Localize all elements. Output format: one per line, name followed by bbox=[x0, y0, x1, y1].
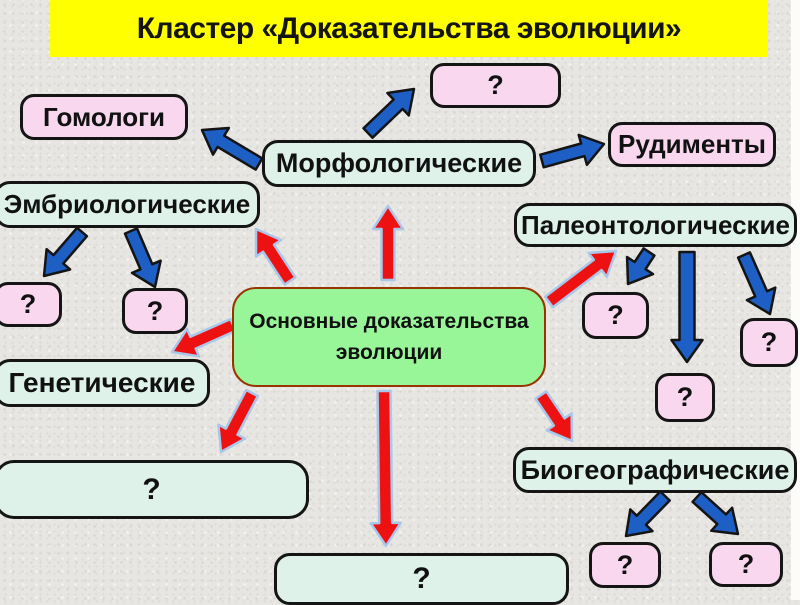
node-center: Основные доказательства эволюции bbox=[232, 287, 546, 387]
arrow-paleontologicheskie-to-q-right-2 bbox=[670, 250, 704, 364]
node-question-bottom-label: ? bbox=[412, 562, 431, 595]
arrow-center-to-q-bottom bbox=[369, 389, 402, 548]
node-geneticheskie: Генетические bbox=[0, 359, 210, 407]
node-question-right-2-label: ? bbox=[676, 382, 694, 412]
arrow-center-to-paleontologicheskie bbox=[543, 249, 618, 309]
node-question-bottom-left-label: ? bbox=[142, 472, 161, 506]
arrow-paleontologicheskie-to-q-right-1 bbox=[625, 247, 656, 286]
node-question-left-2: ? bbox=[122, 288, 188, 334]
arrow-morfologicheskie-to-gomologi bbox=[200, 126, 264, 171]
node-question-top: ? bbox=[430, 63, 561, 108]
node-question-bottom: ? bbox=[274, 553, 569, 605]
page-title: Кластер «Доказательства эволюции» bbox=[136, 11, 682, 45]
node-geneticheskie-label: Генетические bbox=[8, 367, 196, 398]
node-biogeograficheskie: Биогеографические bbox=[513, 447, 797, 493]
node-question-bottom-right-2-label: ? bbox=[737, 549, 755, 579]
node-center-label: Основные доказательства эволюции bbox=[249, 309, 529, 365]
arrow-biogeograficheskie-to-q-bottom-right-1 bbox=[624, 490, 671, 538]
node-question-bottom-right-1-label: ? bbox=[616, 549, 634, 580]
node-rudimenty-label: Рудименты bbox=[618, 129, 766, 159]
node-paleontologicheskie-label: Палеонтологические bbox=[521, 209, 790, 240]
node-morfologicheskie: Морфологические bbox=[262, 140, 536, 187]
arrow-paleontologicheskie-to-q-right-3 bbox=[736, 251, 777, 316]
arrow-biogeograficheskie-to-q-bottom-right-2 bbox=[691, 490, 740, 536]
node-question-right-3: ? bbox=[740, 318, 798, 367]
node-embriologicheskie-label: Эмбриологические bbox=[3, 189, 251, 219]
right-margin-strip bbox=[791, 0, 800, 600]
arrow-center-to-embriologicheskie bbox=[254, 227, 297, 286]
node-paleontologicheskie: Палеонтологические bbox=[514, 203, 797, 247]
title-banner: Кластер «Доказательства эволюции» bbox=[50, 0, 768, 57]
node-rudimenty: Рудименты bbox=[608, 122, 776, 167]
arrow-embriologicheskie-to-q-left-1 bbox=[42, 226, 89, 278]
node-morfologicheskie-label: Морфологические bbox=[275, 148, 523, 178]
node-embriologicheskie: Эмбриологические bbox=[0, 181, 260, 228]
arrow-center-to-geneticheskie bbox=[170, 317, 237, 358]
node-gomologi-label: Гомологи bbox=[43, 101, 165, 132]
node-biogeograficheskie-label: Биогеографические bbox=[520, 454, 790, 485]
arrow-center-to-morfologicheskie bbox=[371, 204, 405, 282]
arrow-morfologicheskie-to-q-top bbox=[362, 87, 416, 139]
node-question-top-label: ? bbox=[487, 70, 504, 100]
node-question-right-1: ? bbox=[582, 292, 649, 339]
node-question-right-2: ? bbox=[655, 373, 715, 422]
arrow-center-to-biogeograficheskie bbox=[534, 390, 574, 443]
arrow-embriologicheskie-to-q-left-2 bbox=[123, 227, 162, 289]
node-question-bottom-right-1: ? bbox=[589, 542, 661, 588]
node-question-left-2-label: ? bbox=[146, 295, 164, 326]
node-question-bottom-right-2: ? bbox=[709, 542, 783, 587]
node-question-left-1-label: ? bbox=[19, 289, 37, 319]
node-gomologi: Гомологи bbox=[20, 94, 188, 140]
node-question-right-1-label: ? bbox=[607, 300, 624, 330]
arrow-center-to-q-bottom-left bbox=[217, 388, 260, 454]
node-question-bottom-left: ? bbox=[0, 460, 309, 519]
node-question-right-3-label: ? bbox=[760, 327, 778, 357]
node-question-left-1: ? bbox=[0, 282, 62, 327]
arrow-morfologicheskie-to-rudimenty bbox=[539, 133, 606, 169]
